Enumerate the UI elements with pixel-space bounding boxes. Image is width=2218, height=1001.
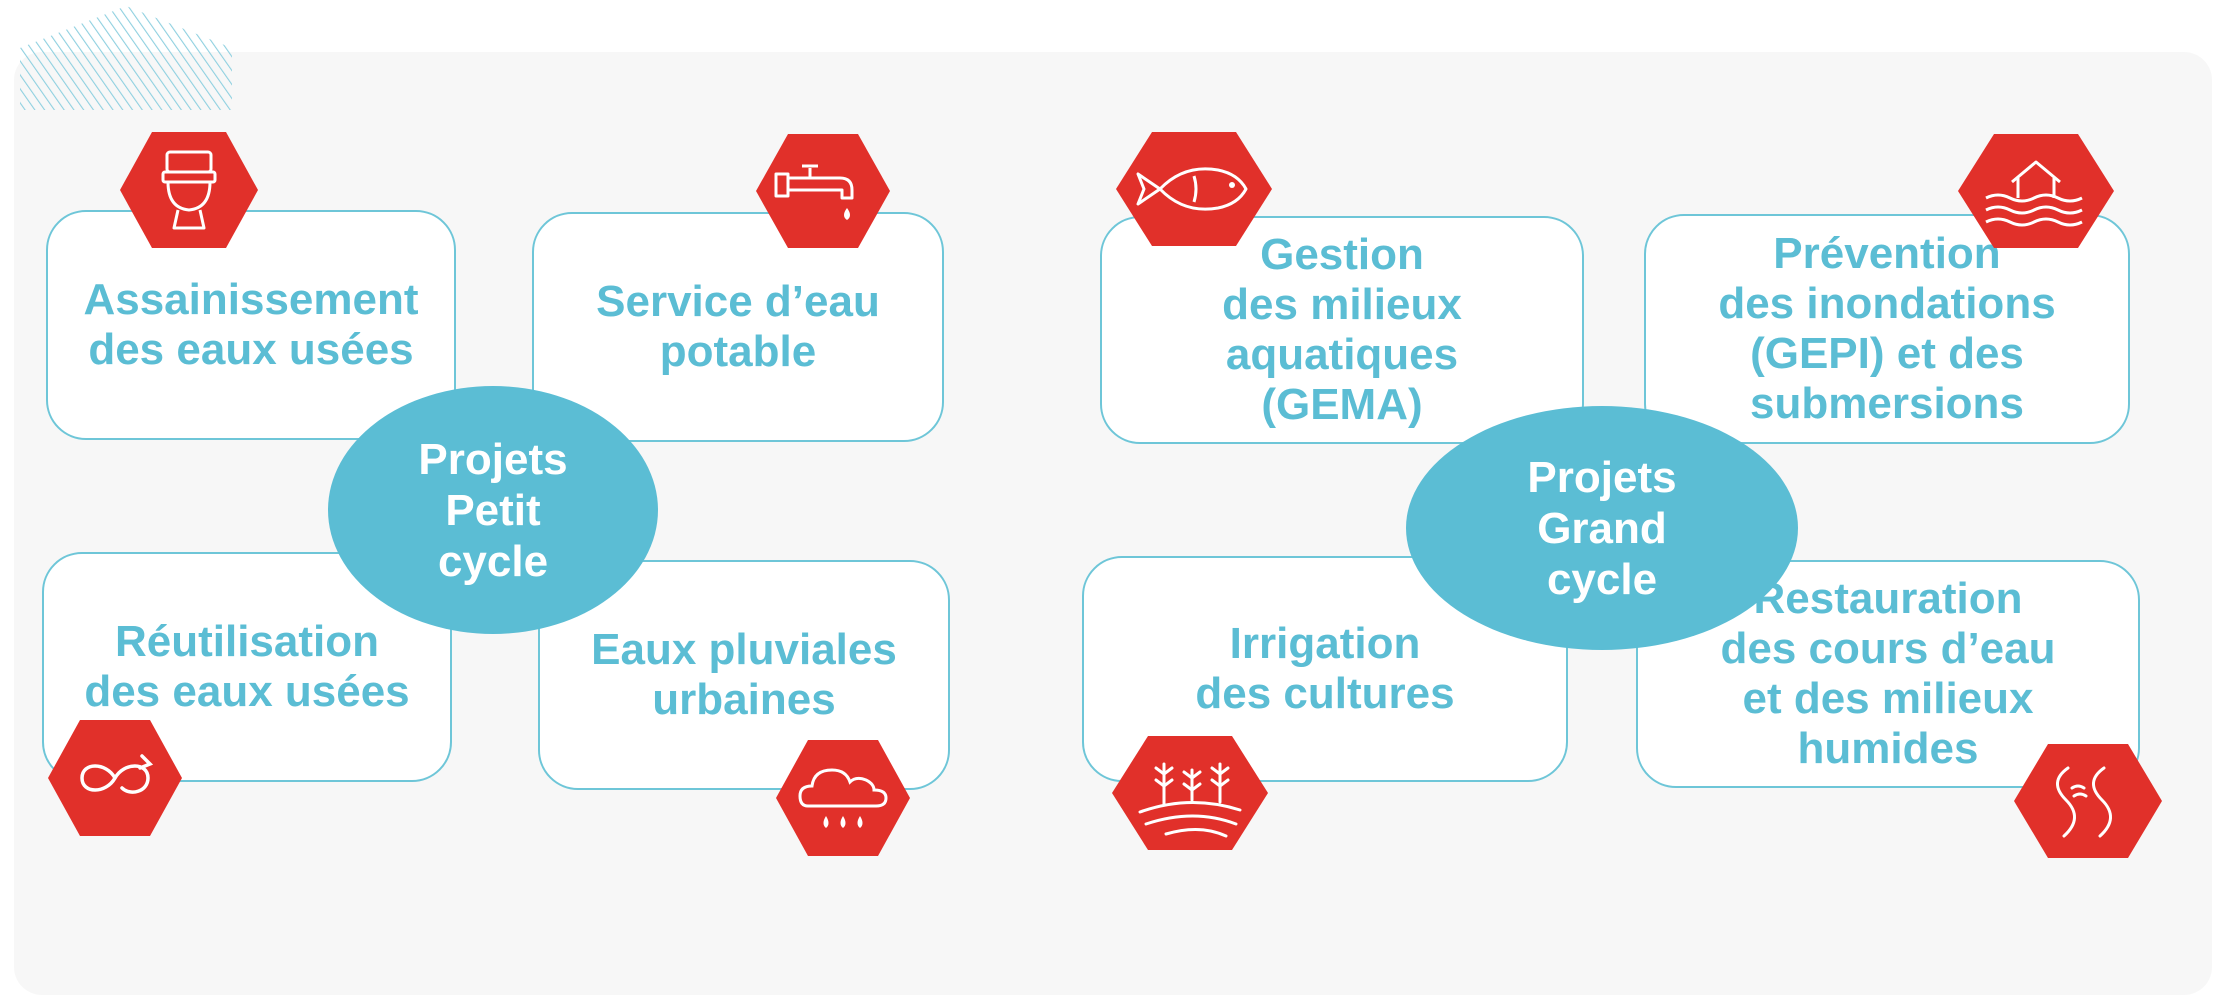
card-label: Irrigation des cultures [1195, 619, 1455, 718]
card-label: Réutilisation des eaux usées [84, 617, 410, 716]
water-tap-icon [754, 132, 892, 250]
card-label: Assainissement des eaux usées [83, 275, 419, 374]
river-icon [2012, 742, 2164, 860]
card-gema: Gestion des milieux aquatiques (GEMA) [1100, 216, 1584, 444]
crops-field-icon [1110, 734, 1270, 852]
hatch-house-decoration [20, 6, 232, 110]
card-label: Gestion des milieux aquatiques (GEMA) [1222, 230, 1462, 429]
fish-icon [1114, 130, 1274, 248]
card-label: Prévention des inondations (GEPI) et des… [1718, 229, 2056, 428]
card-label: Service d’eau potable [596, 277, 880, 376]
rain-cloud-icon [774, 738, 912, 858]
card-label: Eaux pluviales urbaines [591, 625, 897, 724]
card-gepi: Prévention des inondations (GEPI) et des… [1644, 214, 2130, 444]
card-service-eau-potable: Service d’eau potable [532, 212, 944, 442]
recycle-loop-icon [46, 718, 184, 838]
card-assainissement: Assainissement des eaux usées [46, 210, 456, 440]
card-label: Restauration des cours d’eau et des mili… [1720, 574, 2056, 773]
center-petit-cycle: Projets Petit cycle [328, 386, 658, 634]
toilet-icon [118, 130, 260, 250]
center-grand-cycle: Projets Grand cycle [1406, 406, 1798, 650]
flooded-house-icon [1956, 132, 2116, 250]
